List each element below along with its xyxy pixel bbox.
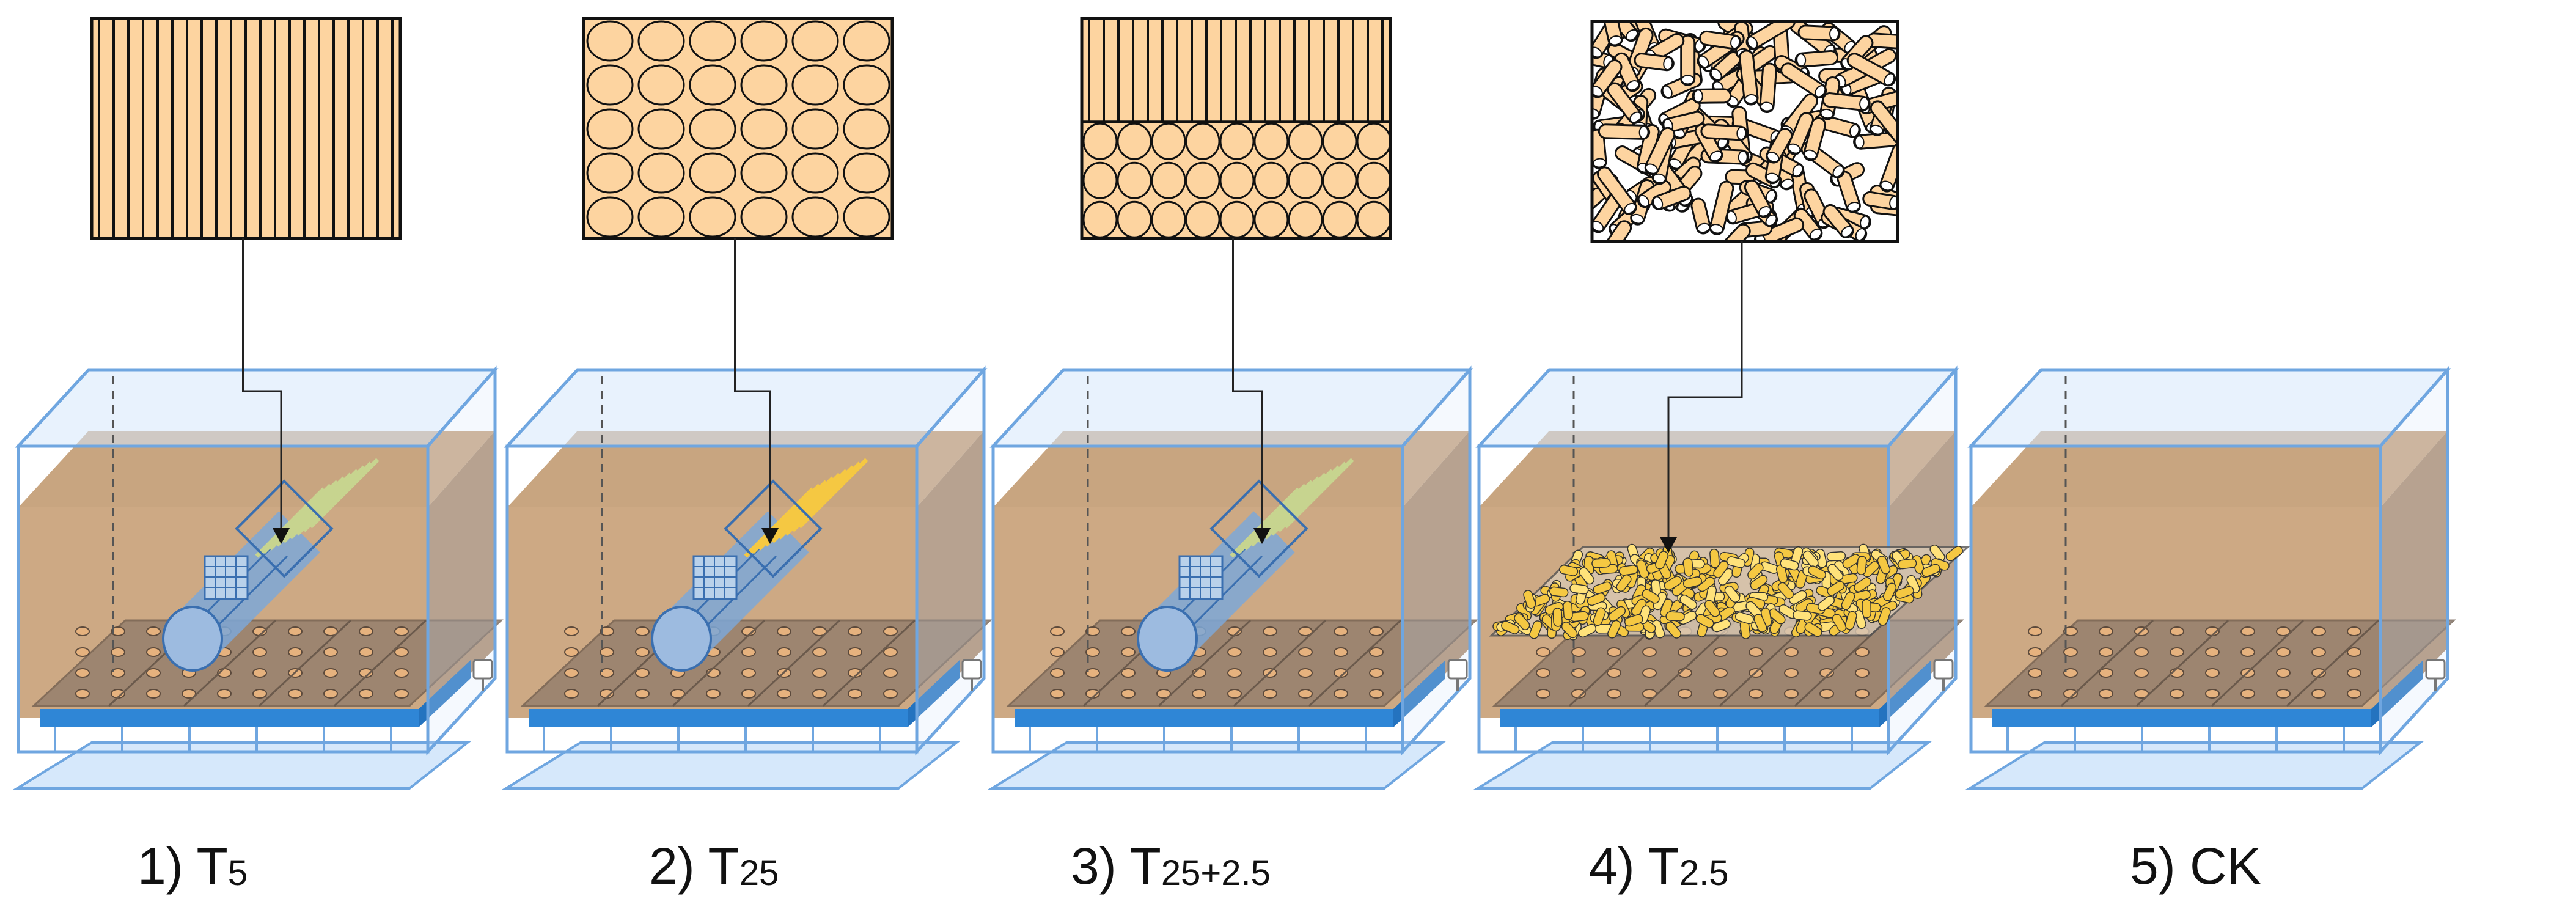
fiber-grid-patch	[1178, 555, 1224, 600]
base-platform	[1965, 741, 2424, 790]
tank-top-outline	[989, 368, 1473, 448]
fiber-layer-icon	[1489, 543, 1970, 641]
panel-t5	[12, 17, 504, 790]
tank-side-outline	[915, 365, 986, 756]
tank-top-outline	[15, 368, 499, 448]
fiber-grid-patch	[692, 555, 738, 600]
base-platform	[1473, 741, 1932, 790]
outlet-valve-icon	[1933, 659, 1954, 691]
fiber-grid-patch	[204, 555, 249, 600]
soil-top	[993, 431, 1470, 507]
random-fiber-inset-icon	[1590, 20, 1899, 243]
tank-icon	[12, 365, 504, 790]
caption-t25-subscript: 25	[739, 853, 779, 893]
connector-arrow	[1660, 241, 1743, 553]
soil-top	[1971, 431, 2448, 507]
mixed-fiber-inset-icon	[1080, 17, 1392, 240]
panel-t25	[501, 17, 993, 790]
tank-icon	[501, 365, 993, 790]
caption-t5-label: 1) T	[138, 837, 228, 895]
caption-t25-2-5: 3) T25+2.5	[1071, 840, 1271, 892]
tank-top-outline	[1967, 368, 2451, 448]
panel-t2_5	[1473, 20, 1970, 790]
soil-top	[507, 431, 984, 507]
perforated-plate-icon	[1984, 619, 2456, 707]
base-platform	[501, 741, 960, 790]
tank-top-outline	[1475, 368, 1959, 448]
tank-side-outline	[426, 365, 497, 756]
perforated-plate-icon	[520, 619, 993, 707]
fiber-tube-icon	[162, 458, 380, 672]
outlet-valve-icon	[472, 659, 493, 691]
circle-fiber-inset-icon	[582, 17, 894, 240]
drain-tray-icon	[1992, 660, 2423, 752]
connector-arrow	[1232, 238, 1271, 544]
caption-t5: 1) T5	[138, 840, 248, 892]
caption-t2-5-subscript: 2.5	[1679, 853, 1729, 893]
drain-tray-icon	[1015, 660, 1445, 752]
panels-layer	[12, 17, 2456, 790]
tank-side-outline	[2379, 365, 2449, 756]
caption-t25: 2) T25	[649, 840, 779, 892]
soil-top	[18, 431, 495, 507]
connector-arrow	[734, 238, 779, 544]
caption-ck: 5) CK	[2130, 840, 2261, 892]
caption-t2-5-label: 4) T	[1589, 837, 1679, 895]
tank-top-outline	[504, 368, 988, 448]
outlet-valve-icon	[1447, 659, 1468, 691]
tank-icon	[1965, 365, 2456, 790]
vertical-fiber-inset-icon	[90, 17, 402, 240]
outlet-valve-icon	[961, 659, 982, 691]
caption-t2-5: 4) T2.5	[1589, 840, 1728, 892]
caption-t5-subscript: 5	[227, 853, 248, 893]
base-platform	[987, 741, 1446, 790]
outlet-valve-icon	[2425, 659, 2446, 691]
panel-ck	[1965, 365, 2456, 790]
caption-ck-label: 5) CK	[2130, 837, 2261, 895]
caption-t25-2-5-label: 3) T	[1071, 837, 1161, 895]
soil-top	[1479, 431, 1956, 507]
drain-tray-icon	[1500, 660, 1931, 752]
fiber-tube-icon	[1137, 458, 1354, 672]
drain-tray-icon	[529, 660, 960, 752]
panel-t25_2_5	[987, 17, 1478, 790]
perforated-plate-icon	[1006, 619, 1478, 707]
tank-side-outline	[1401, 365, 1472, 756]
base-platform	[12, 741, 471, 790]
tank-icon	[987, 365, 1478, 790]
caption-t25-2-5-subscript: 25+2.5	[1161, 853, 1271, 893]
connector-arrow	[242, 238, 290, 544]
fiber-tube-icon	[651, 458, 868, 672]
caption-t25-label: 2) T	[649, 837, 739, 895]
drain-tray-icon	[40, 660, 471, 752]
